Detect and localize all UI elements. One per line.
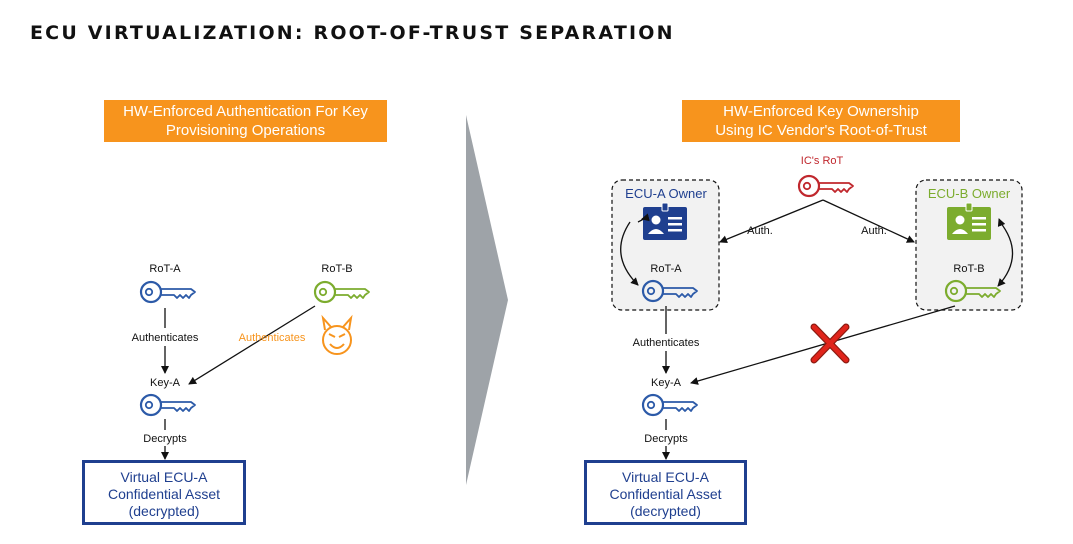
left-banner-line: HW-Enforced Authentication For Key [123,103,368,120]
confidential-asset-box: Virtual ECU-A Confidential Asset (decryp… [584,460,747,525]
right-banner-line: HW-Enforced Key Ownership [723,103,919,120]
ecu-a-owner-box [611,179,720,311]
right-banner: HW-Enforced Key Ownership Using IC Vendo… [682,100,960,142]
ecu-a-owner-label: ECU-A Owner [625,186,707,201]
connector [637,213,650,223]
connector [997,218,1006,227]
connector [690,305,956,385]
page-title: ECU VIRTUALIZATION: ROOT-OF-TRUST SEPARA… [30,22,675,44]
connector [997,221,1014,287]
authenticates-label: Authenticates [131,332,199,344]
left-banner: HW-Enforced Authentication For Key Provi… [104,100,387,142]
right-banner-line: Using IC Vendor's Root-of-Trust [715,122,927,139]
ic-rot-label: IC's RoT [800,155,844,167]
attacker-authenticates-label: Authenticates [238,332,306,344]
key-a-label: Key-A [651,377,681,389]
rot-b-label: RoT-B [321,263,353,275]
asset-line: Virtual ECU-A [120,469,208,485]
authenticates-label: Authenticates [632,337,700,349]
key-icon [313,280,371,304]
key-a-label: Key-A [150,377,180,389]
decrypts-label: Decrypts [644,433,688,445]
connector [620,221,639,286]
decrypts-label: Decrypts [143,433,187,445]
asset-line: Virtual ECU-A [622,469,709,485]
confidential-asset-box: Virtual ECU-A Confidential Asset (decryp… [82,460,246,525]
left-banner-line: Provisioning Operations [165,122,326,139]
devil-face-icon [321,314,353,355]
key-icon [797,174,855,198]
asset-line: Confidential Asset [609,486,722,502]
ecu-b-owner-box [915,179,1023,311]
id-badge-icon [643,202,687,240]
key-icon [139,393,197,417]
connector [719,199,824,244]
id-badge-icon [947,202,991,240]
rot-b-label: RoT-B [953,263,985,275]
rot-a-label: RoT-A [149,263,181,275]
cross-mark-icon [810,323,850,364]
auth-left-label: Auth. [747,225,773,237]
connector [822,199,915,243]
rot-a-label: RoT-A [650,263,682,275]
asset-line: (decrypted) [128,503,200,519]
asset-line: (decrypted) [630,503,701,519]
ecu-b-owner-label: ECU-B Owner [927,186,1011,201]
key-icon [139,280,197,304]
asset-line: Confidential Asset [107,486,221,502]
chevron-arrow-icon [466,115,508,485]
key-icon [641,393,699,417]
auth-right-label: Auth. [861,225,887,237]
connector [188,305,316,385]
